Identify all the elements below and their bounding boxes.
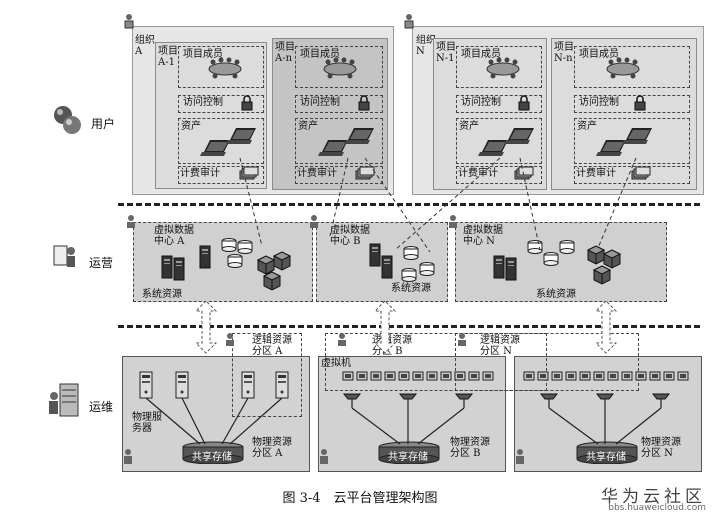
org-a-label-text: 组织 A (135, 35, 155, 57)
figure-caption: 图 3-4 云平台管理架构图 (282, 491, 438, 506)
logical-partition-b-box (325, 333, 547, 391)
vdc-a-resources: 系统资源 (142, 289, 182, 300)
watermark-brand: 华为云社区 (601, 487, 706, 507)
shared-storage-a (182, 440, 244, 465)
watermark-url: bbs.huaweicloud.com (608, 503, 706, 513)
project-nn-label: 项目 N-n (554, 42, 574, 64)
project-n1-assets: 资产 (459, 121, 479, 132)
maintenance-icon (46, 382, 80, 424)
shared-storage-n (576, 440, 638, 465)
project-nn-access-box (574, 95, 690, 113)
separator-operations-maintenance (118, 325, 700, 328)
project-a1-access: 访问控制 (183, 97, 223, 108)
org-a-label: 组织 A (135, 35, 155, 57)
project-nn-members: 项目成员 (579, 49, 619, 60)
logical-partition-b-label: 逻辑资源 分区 B (372, 335, 412, 357)
physical-zone-b-label: 物理资源 分区 B (450, 437, 490, 459)
project-a1-billing-box (178, 166, 264, 184)
project-a1-members: 项目成员 (183, 49, 223, 60)
vdc-b-resources: 系统资源 (391, 283, 431, 294)
physical-zone-a-label: 物理资源 分区 A (252, 437, 292, 459)
project-an-label: 项目 A-n (275, 42, 295, 64)
project-an-billing: 计费审计 (297, 168, 337, 179)
shared-storage-b-label: 共享存储 (388, 452, 428, 463)
project-a1-assets-box (178, 118, 264, 164)
row-label-maintenance: 运维 (89, 400, 114, 414)
logical-partition-n-label: 逻辑资源 分区 N (480, 335, 520, 357)
project-nn-members-box (574, 46, 690, 88)
project-an-access-box (295, 95, 383, 113)
project-an-access: 访问控制 (300, 97, 340, 108)
vdc-n-title: 虚拟数据 中心 N (463, 225, 503, 247)
shared-storage-a-label: 共享存储 (192, 452, 232, 463)
project-n1-members-box (456, 46, 542, 88)
project-a1-access-box (178, 95, 264, 113)
project-n1-label: 项目 N-1 (436, 42, 456, 64)
project-a1-billing: 计费审计 (180, 168, 220, 179)
org-n-admin-icon (402, 13, 416, 33)
physical-zone-n-label: 物理资源 分区 N (641, 437, 681, 459)
vm-label: 虚拟机 (321, 358, 351, 369)
project-n1-billing: 计费审计 (458, 168, 498, 179)
project-an-members: 项目成员 (300, 49, 340, 60)
project-nn-assets: 资产 (577, 121, 597, 132)
separator-users-operations (118, 203, 700, 206)
org-a-admin-icon (122, 13, 136, 33)
project-n1-access: 访问控制 (461, 97, 501, 108)
project-an-members-box (295, 46, 383, 88)
logical-partition-a-label: 逻辑资源 分区 A (252, 335, 292, 357)
project-an-assets: 资产 (298, 121, 318, 132)
row-label-users: 用户 (91, 117, 116, 131)
project-a1-members-box (178, 46, 264, 88)
vdc-a-title: 虚拟数据 中心 A (154, 225, 194, 247)
logical-partition-n-box (455, 333, 639, 391)
project-n1-members: 项目成员 (461, 49, 501, 60)
project-nn-access: 访问控制 (579, 97, 619, 108)
org-n-label-text: 组织 N (416, 35, 436, 57)
vdc-b-title: 虚拟数据 中心 B (330, 225, 370, 247)
row-label-operations: 运营 (89, 256, 114, 270)
operator-icon (52, 243, 78, 273)
org-n-label: 组织 N (416, 35, 436, 57)
project-a1-assets: 资产 (181, 121, 201, 132)
shared-storage-b (378, 440, 440, 465)
shared-storage-n-label: 共享存储 (586, 452, 626, 463)
physical-servers-label: 物理服 务器 (132, 412, 162, 434)
vdc-n-resources: 系统资源 (536, 289, 576, 300)
project-a1-label: 项目 A-1 (158, 46, 178, 68)
project-n1-access-box (456, 95, 542, 113)
users-icon (52, 104, 84, 140)
project-nn-billing: 计费审计 (576, 168, 616, 179)
